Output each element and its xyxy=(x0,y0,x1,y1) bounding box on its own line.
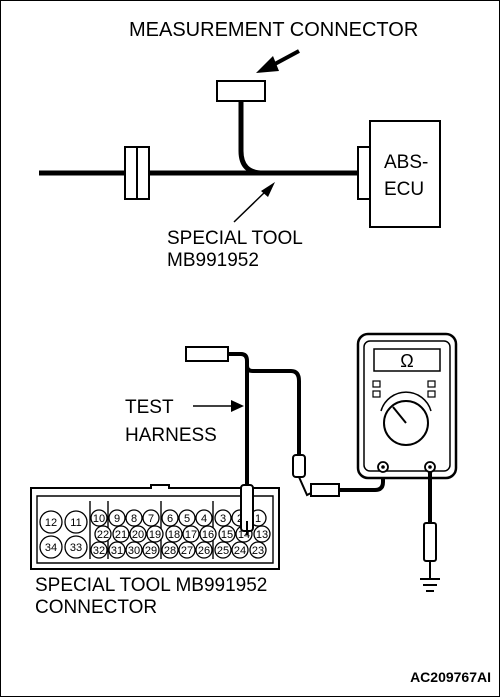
measurement-connector-arrow xyxy=(256,49,300,73)
pin-number: 16 xyxy=(202,529,214,541)
pin-number: 17 xyxy=(185,529,197,541)
connector-pin: 4 xyxy=(195,509,213,527)
connector-pin: 25 xyxy=(214,541,232,559)
pin-number: 29 xyxy=(145,545,157,557)
test-harness-wire xyxy=(228,352,249,485)
pin-number: 31 xyxy=(111,545,123,557)
ohm-symbol: Ω xyxy=(400,351,413,371)
connector-pin: 22 xyxy=(94,525,112,543)
pin-number: 33 xyxy=(70,542,82,554)
connector-pin: 8 xyxy=(125,509,143,527)
pin-number: 12 xyxy=(45,517,57,529)
connector-pin: 27 xyxy=(178,541,196,559)
connector-pin: 33 xyxy=(64,535,88,559)
pin-number: 18 xyxy=(168,529,180,541)
pin-number: 7 xyxy=(148,513,154,525)
connector-pin: 24 xyxy=(231,541,249,559)
measurement-connector-label: MEASUREMENT CONNECTOR xyxy=(129,19,418,41)
pin-number: 3 xyxy=(220,513,226,525)
ecu-label-line1: ABS- xyxy=(384,152,428,173)
connector-pin: 20 xyxy=(129,525,147,543)
pin-number: 25 xyxy=(217,545,229,557)
ecu-connector xyxy=(357,146,371,200)
pin-number: 34 xyxy=(45,542,57,554)
connector-pin: 31 xyxy=(108,541,126,559)
pin-number: 6 xyxy=(167,513,173,525)
pin-number: 15 xyxy=(221,529,233,541)
connector-pin: 6 xyxy=(161,509,179,527)
connector-pin: 23 xyxy=(249,541,267,559)
pin-number: 20 xyxy=(132,529,144,541)
connector-pins: 1098765432122212019181716151413323130292… xyxy=(39,509,271,559)
test-harness-label-line1: TEST xyxy=(125,397,174,418)
pin-number: 10 xyxy=(93,513,105,525)
measurement-connector-plug xyxy=(216,80,266,102)
connector-pin: 9 xyxy=(108,509,126,527)
connector-pin: 19 xyxy=(146,525,164,543)
test-harness-arrow xyxy=(193,400,244,412)
connector-label-line2: CONNECTOR xyxy=(35,597,157,618)
pin-number: 5 xyxy=(184,513,190,525)
pin-number: 32 xyxy=(93,545,105,557)
special-tool-leader xyxy=(233,182,275,223)
connector-pin: 12 xyxy=(39,510,63,534)
pin-number: 24 xyxy=(234,545,246,557)
connector-pin: 13 xyxy=(253,525,271,543)
connector-pin: 30 xyxy=(125,541,143,559)
ecu-label-line2: ECU xyxy=(384,179,424,200)
special-tool-label-line2: MB991952 xyxy=(167,250,259,271)
connector-pin: 34 xyxy=(39,535,63,559)
meter-negative-lead xyxy=(423,472,437,579)
connector-pin: 3 xyxy=(214,509,232,527)
connector-pin: 21 xyxy=(112,525,130,543)
ground-icon xyxy=(420,578,440,592)
connector-pin: 32 xyxy=(90,541,108,559)
pin-number: 19 xyxy=(149,529,161,541)
pin-number: 1 xyxy=(255,513,261,525)
connector-probe xyxy=(240,484,254,535)
multimeter: Ω xyxy=(356,332,458,480)
connector-label-line1: SPECIAL TOOL MB991952 xyxy=(35,575,267,596)
meter-display xyxy=(373,348,441,372)
pin-number: 13 xyxy=(256,529,268,541)
pin-number: 30 xyxy=(128,545,140,557)
pin-number: 26 xyxy=(198,545,210,557)
connector-pin: 11 xyxy=(64,510,88,534)
pin-number: 9 xyxy=(114,513,120,525)
pin-number: 21 xyxy=(115,529,127,541)
connector-pin: 5 xyxy=(178,509,196,527)
connector-pin: 18 xyxy=(165,525,183,543)
connector-pin: 17 xyxy=(182,525,200,543)
special-tool-label-line1: SPECIAL TOOL xyxy=(167,228,303,249)
test-harness-branch-wire xyxy=(245,365,301,455)
connector-pin: 29 xyxy=(142,541,160,559)
measurement-drop-wire xyxy=(238,101,264,176)
connector-pin: 16 xyxy=(199,525,217,543)
pin-number: 11 xyxy=(70,517,81,529)
connector-pin: 15 xyxy=(218,525,236,543)
inline-connector xyxy=(124,146,150,200)
pin-number: 27 xyxy=(181,545,193,557)
figure-code: AC209767AI xyxy=(410,669,491,685)
test-harness-label-line2: HARNESS xyxy=(125,425,217,446)
pin-number: 4 xyxy=(201,513,207,525)
abs-ecu-box xyxy=(369,120,441,228)
pin-number: 23 xyxy=(252,545,264,557)
connector-pin: 7 xyxy=(142,509,160,527)
test-harness-plug xyxy=(185,346,229,362)
connector-pin: 10 xyxy=(90,509,108,527)
connector-pin: 26 xyxy=(195,541,213,559)
connector-pin: 28 xyxy=(161,541,179,559)
pin-number: 22 xyxy=(97,529,109,541)
pin-number: 8 xyxy=(131,513,137,525)
meter-positive-lead xyxy=(310,471,385,497)
pin-number: 28 xyxy=(164,545,176,557)
